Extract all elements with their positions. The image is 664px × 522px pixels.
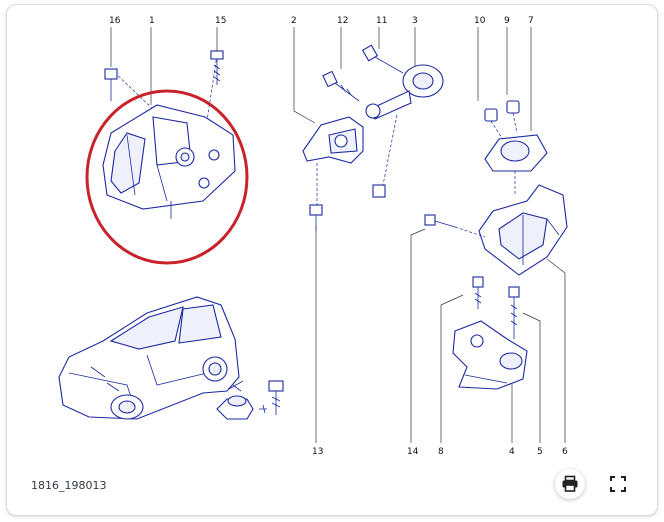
part-2-bracket bbox=[302, 116, 364, 205]
part-14-screw bbox=[424, 214, 486, 238]
label-5: 5 bbox=[537, 447, 543, 457]
highlight-circle bbox=[85, 89, 249, 265]
label-6: 6 bbox=[562, 447, 568, 457]
label-10: 10 bbox=[474, 16, 486, 26]
leader-lines bbox=[110, 27, 566, 443]
label-2: 2 bbox=[291, 16, 297, 26]
part-4-lower-bracket bbox=[452, 320, 528, 390]
label-3: 3 bbox=[412, 16, 418, 26]
fullscreen-icon bbox=[610, 476, 626, 492]
part-5-stud bbox=[508, 286, 520, 339]
label-13: 13 bbox=[312, 447, 323, 457]
label-15: 15 bbox=[215, 16, 226, 26]
parts-10-9-nuts bbox=[484, 100, 520, 144]
label-16: 16 bbox=[109, 16, 121, 26]
label-8: 8 bbox=[438, 447, 444, 457]
fullscreen-button[interactable] bbox=[603, 469, 633, 499]
part-12-bolt bbox=[322, 70, 360, 102]
part-6-support bbox=[478, 184, 568, 276]
label-4: 4 bbox=[509, 447, 515, 457]
vehicle-illustration bbox=[58, 296, 240, 420]
detail-inset bbox=[216, 380, 284, 420]
label-11: 11 bbox=[376, 16, 387, 26]
part-11-bolt bbox=[361, 44, 404, 74]
exploded-diagram: 16 1 15 2 12 11 3 10 9 7 13 14 8 4 5 6 bbox=[58, 16, 568, 457]
part-7-engine-mount bbox=[484, 134, 548, 195]
label-14: 14 bbox=[407, 447, 419, 457]
label-12: 12 bbox=[337, 16, 348, 26]
print-button[interactable] bbox=[555, 469, 585, 499]
figure-code: 1816_198013 bbox=[31, 479, 107, 492]
part-8-bolt bbox=[472, 276, 484, 309]
part-3-torque-rod bbox=[365, 64, 444, 198]
printer-icon bbox=[562, 475, 578, 492]
figure-viewer: 16 1 15 2 12 11 3 10 9 7 13 14 8 4 5 6 bbox=[6, 4, 658, 516]
part-13-bolt bbox=[309, 204, 323, 231]
part-1-mount-assembly bbox=[102, 50, 236, 219]
label-1: 1 bbox=[149, 16, 155, 26]
label-7: 7 bbox=[528, 16, 534, 26]
label-9: 9 bbox=[504, 16, 510, 26]
